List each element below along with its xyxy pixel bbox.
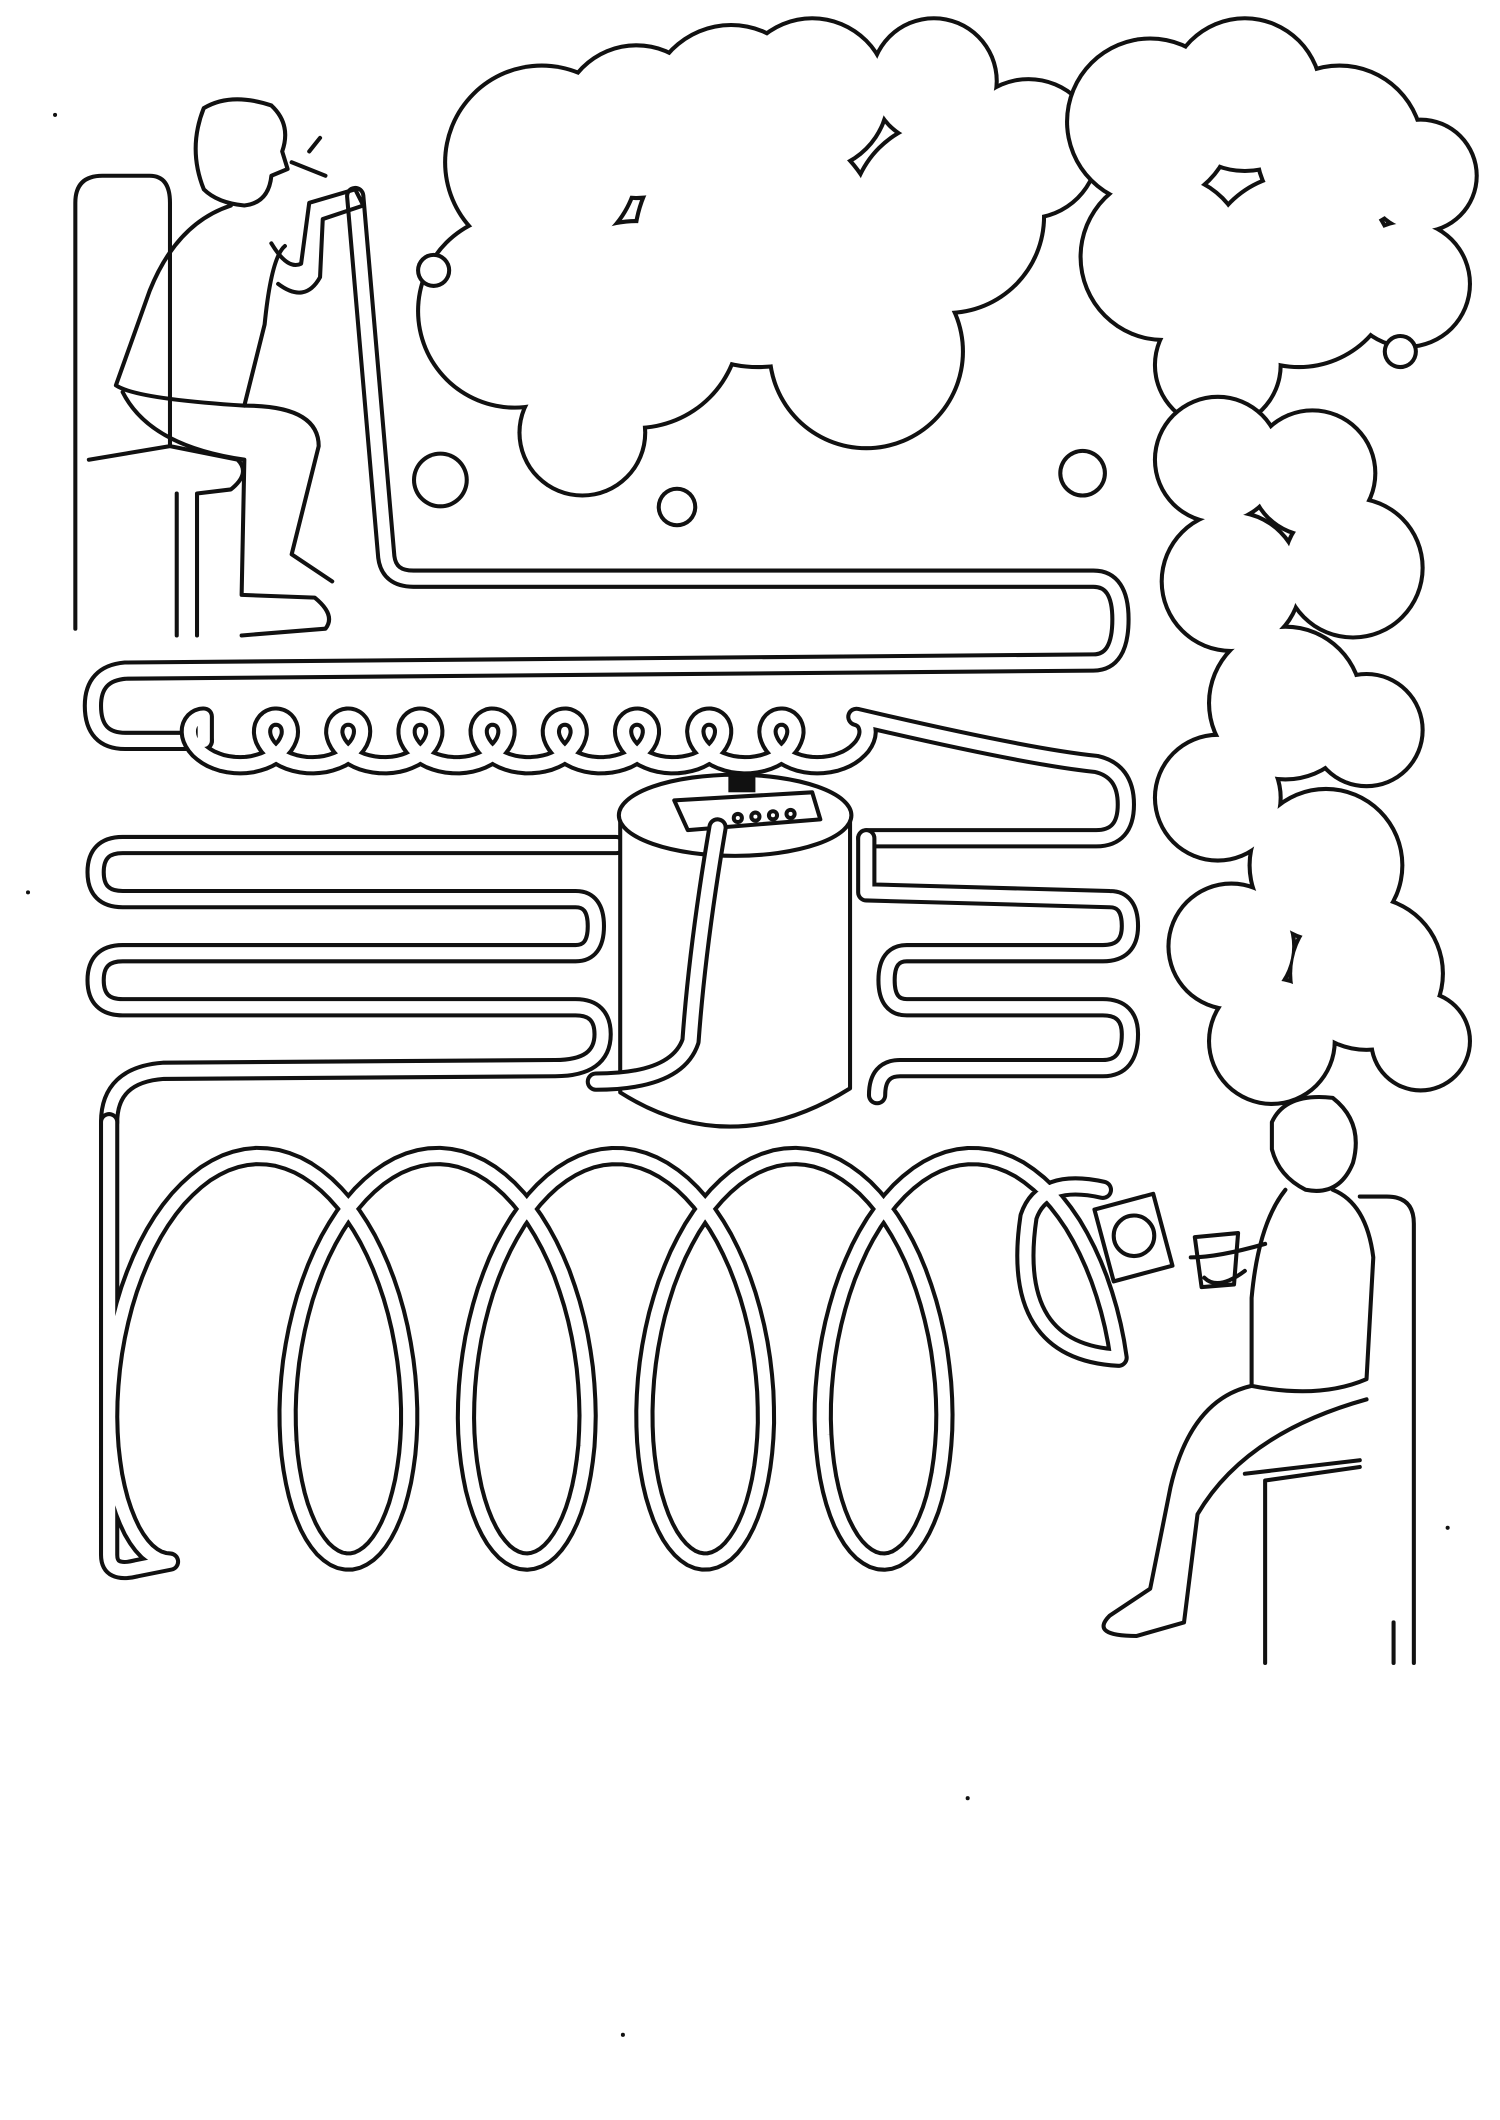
torso	[1249, 1187, 1376, 1394]
chair-right	[1242, 1194, 1416, 1666]
cloud-1	[1065, 16, 1479, 430]
person-blowing-left	[73, 97, 366, 638]
knob-icon	[728, 776, 756, 793]
cloud-puff	[1156, 398, 1279, 521]
cloud-puff	[660, 490, 694, 524]
paper-specks	[25, 112, 1450, 2037]
cloud-puff	[1285, 500, 1421, 636]
smoke-clouds	[411, 16, 1479, 1106]
tube-left-serpentine	[85, 834, 627, 1133]
torso	[113, 203, 287, 408]
cloud-puff	[420, 256, 448, 284]
tube-big-loops	[98, 1112, 1129, 1581]
mouthpiece	[289, 135, 328, 178]
cloud-2	[1152, 394, 1472, 1106]
cloud-puff	[1366, 121, 1475, 230]
tube-right-serpentine	[856, 828, 1141, 1106]
cloud-puff	[1170, 885, 1293, 1008]
cloud-puff	[1156, 736, 1279, 859]
cloud-puff	[1062, 452, 1103, 494]
cloud-puff	[873, 20, 995, 142]
cloud-puff	[1163, 513, 1299, 649]
cloud-puff	[1156, 304, 1279, 426]
head	[1269, 1095, 1358, 1193]
cloud-puff	[1346, 223, 1468, 345]
mug-icon	[1192, 1231, 1241, 1290]
person-relaxing-right	[1092, 1095, 1416, 1666]
tube-left-serpentine-inner	[89, 838, 623, 1129]
tube-top-serpentine-inner	[86, 189, 1127, 748]
cloud-puff	[1373, 993, 1468, 1089]
head	[193, 97, 290, 208]
cloud-puff	[416, 455, 465, 505]
fan-icon	[1092, 1191, 1175, 1284]
cloud-puff	[960, 81, 1097, 217]
tube-small-coils-inner	[183, 710, 1132, 845]
cloud-puff	[1211, 980, 1333, 1102]
chair-left	[73, 173, 245, 638]
cloud-3	[411, 252, 1418, 528]
cylinder-device	[585, 772, 854, 1129]
cloud-puff	[521, 371, 644, 494]
tube-maze	[82, 185, 1141, 1581]
legs	[120, 390, 335, 638]
buttons	[731, 807, 797, 825]
cloud-puff	[1082, 175, 1245, 339]
cloud-0	[416, 16, 1101, 498]
cloud-puff	[1312, 676, 1421, 785]
cloud-puff	[1386, 338, 1414, 366]
arm	[269, 187, 366, 295]
tube-right-serpentine-inner	[860, 832, 1137, 1102]
tube-big-loops-inner	[103, 1116, 1125, 1577]
legs	[1101, 1383, 1369, 1638]
